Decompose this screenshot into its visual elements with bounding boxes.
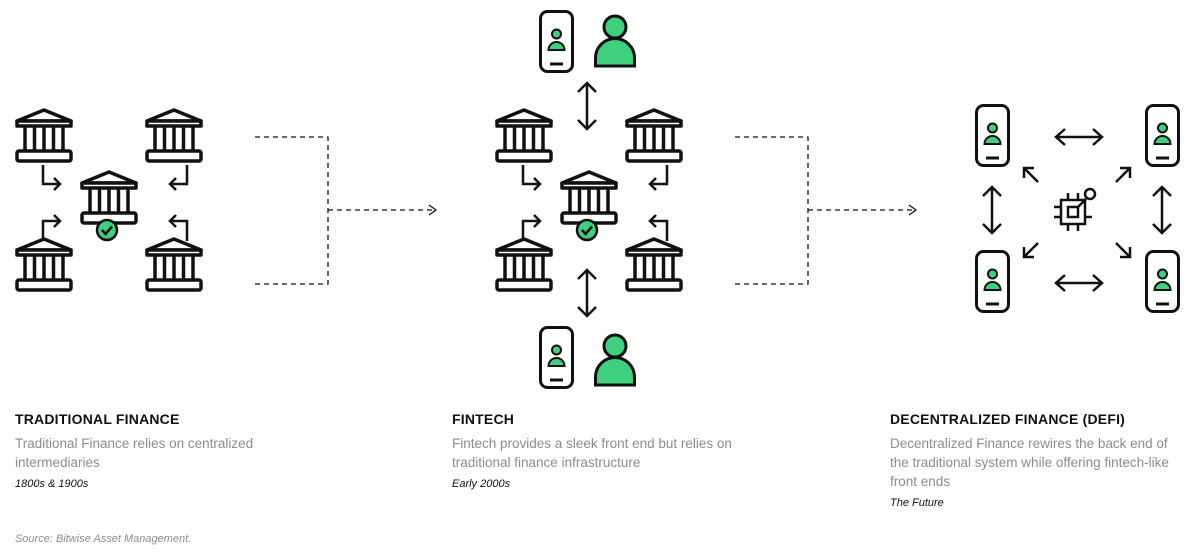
column-defi: DECENTRALIZED FINANCE (DEFI) Decentraliz… — [890, 411, 1190, 509]
column-description: Decentralized Finance rewires the back e… — [890, 436, 1169, 489]
dashed-arrow-connector — [734, 136, 917, 285]
fintech-diagram — [497, 10, 681, 389]
bidirectional-arrow-icon — [1054, 127, 1104, 147]
user-icon — [594, 14, 636, 68]
column-fintech: FINTECH Fintech provides a sleek front e… — [452, 411, 792, 490]
phone-user-icon — [1145, 104, 1180, 167]
phone-user-icon — [539, 10, 574, 73]
defi-diagram — [975, 104, 1180, 313]
phone-user-icon — [975, 250, 1010, 313]
column-title: DECENTRALIZED FINANCE (DEFI) — [890, 411, 1126, 427]
phone-user-icon — [539, 326, 574, 389]
column-description: Traditional Finance relies on centralize… — [15, 436, 254, 470]
chip-icon — [1054, 187, 1097, 231]
source-note: Source: Bitwise Asset Management. — [15, 533, 192, 545]
column-era: Early 2000s — [452, 478, 511, 490]
bidirectional-arrow-icon — [576, 81, 598, 131]
column-traditional-finance: TRADITIONAL FINANCE Traditional Finance … — [15, 411, 355, 490]
column-description: Fintech provides a sleek front end but r… — [452, 436, 732, 470]
traditional-finance-diagram — [17, 110, 201, 290]
dashed-arrow-connector — [254, 136, 437, 285]
column-era: The Future — [890, 497, 944, 509]
bidirectional-arrow-icon — [1151, 185, 1173, 235]
column-title: FINTECH — [452, 411, 515, 427]
bidirectional-arrow-icon — [981, 185, 1003, 235]
column-title: TRADITIONAL FINANCE — [15, 411, 180, 427]
user-icon — [594, 333, 636, 387]
column-era: 1800s & 1900s — [15, 478, 89, 490]
bidirectional-arrow-icon — [576, 268, 598, 318]
bank-cluster-icon — [17, 110, 201, 290]
phone-user-icon — [1145, 250, 1180, 313]
bank-cluster-icon — [497, 110, 681, 290]
bidirectional-arrow-icon — [1054, 273, 1104, 293]
phone-user-icon — [975, 104, 1010, 167]
